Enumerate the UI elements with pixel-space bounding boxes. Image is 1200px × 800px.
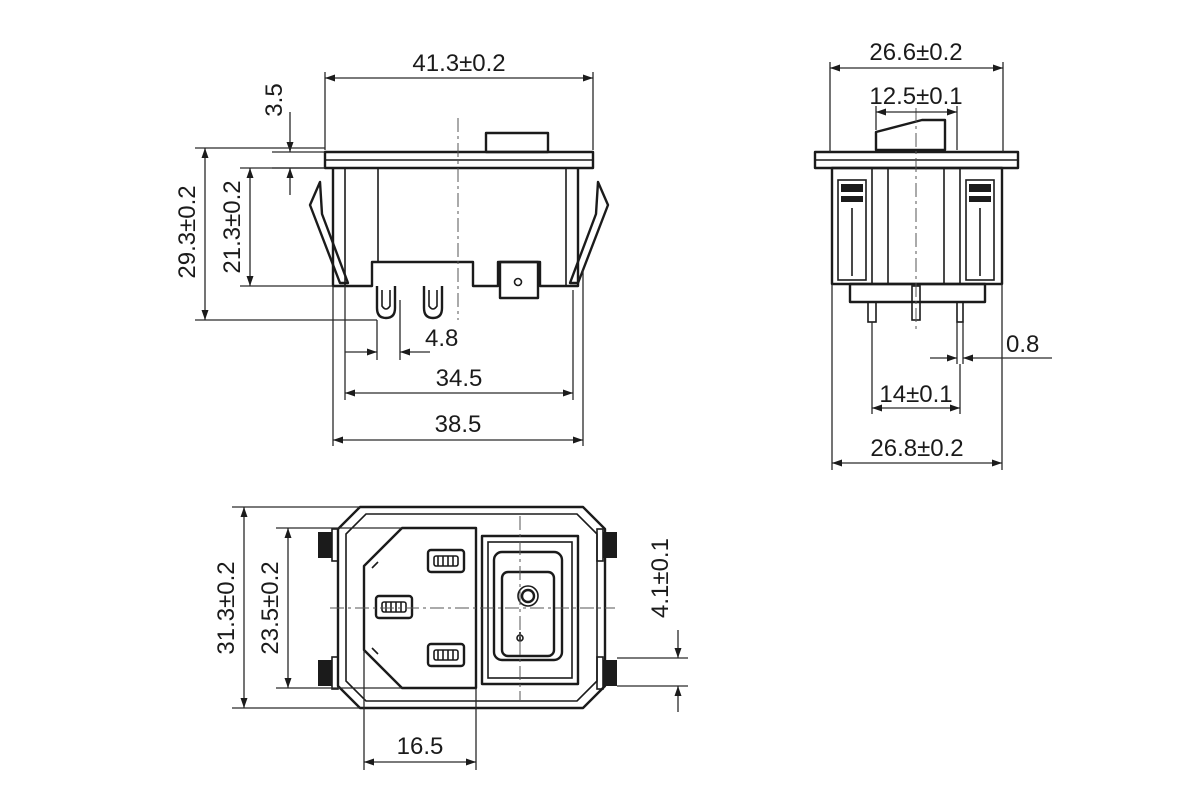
dim-end-base-width: 26.8±0.2: [870, 435, 963, 462]
contact-earth: [374, 594, 414, 620]
contact-line: [426, 548, 466, 574]
end-view: 26.6±0.2 12.5±0.1 0.8 14±0.1 26.8±0.2: [813, 39, 1052, 470]
dim-inlet-width: 16.5: [397, 733, 444, 760]
pin-left: [375, 286, 397, 320]
right-clip: [568, 180, 610, 285]
switch-housing: [480, 534, 580, 686]
dim-pin-spacing: 14±0.1: [879, 381, 952, 408]
dim-front-offset: 4.1±0.1: [647, 538, 674, 618]
dim-body-height: 21.3±0.2: [219, 180, 246, 273]
dim-inner-width: 34.5: [436, 365, 483, 392]
front-frame: [336, 505, 607, 710]
side-tab: [498, 260, 540, 300]
end-base: [848, 282, 987, 304]
dim-rocker-width: 12.5±0.1: [869, 83, 962, 110]
dim-pin-pitch: 4.8: [425, 325, 458, 352]
lug-bottom-right: [603, 660, 617, 686]
end-pin-right: [956, 301, 964, 323]
side-body: [331, 168, 580, 288]
contact-neutral: [426, 642, 466, 668]
side-rocker: [484, 131, 550, 154]
dim-pin-thickness: 0.8: [1006, 331, 1039, 358]
lug-top-right: [603, 532, 617, 558]
left-clip: [308, 180, 350, 285]
front-view: 31.3±0.2 23.5±0.2 4.1±0.1 16.5: [213, 505, 688, 770]
end-pin-left: [867, 301, 877, 323]
lug-top-left: [318, 532, 332, 558]
dim-front-inner-height: 23.5±0.2: [257, 561, 284, 654]
lug-bottom-left: [318, 660, 332, 686]
dim-top-offset: 3.5: [261, 83, 288, 116]
dim-base-width: 38.5: [435, 411, 482, 438]
dim-end-top-width: 26.6±0.2: [869, 39, 962, 66]
dim-total-height: 29.3±0.2: [174, 185, 201, 278]
pin-right: [422, 286, 444, 320]
end-rocker: [874, 118, 947, 152]
side-view: 41.3±0.2 3.5 29.3±0.2 21.3±0.2 4.8 34.5: [174, 50, 610, 446]
rocker-switch: [492, 550, 564, 662]
dim-overall-width: 41.3±0.2: [412, 50, 505, 77]
dim-front-overall-height: 31.3±0.2: [213, 561, 240, 654]
power-on-symbol: [520, 588, 536, 604]
